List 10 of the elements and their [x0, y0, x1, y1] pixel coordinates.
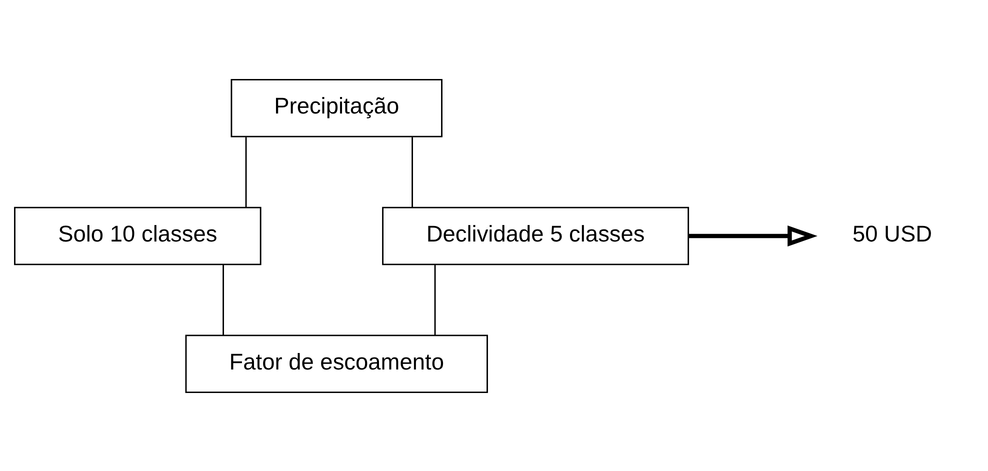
node-box: Declividade 5 classes	[382, 206, 690, 265]
node-text: 50 USD	[852, 220, 932, 246]
connector	[222, 264, 224, 335]
connector	[412, 136, 413, 208]
node-box: Precipitação	[230, 78, 442, 137]
connector	[434, 264, 436, 335]
connector	[245, 136, 247, 208]
node-box: Fator de escoamento	[185, 334, 488, 393]
arrow	[688, 225, 818, 246]
node-box: Solo 10 classes	[14, 206, 262, 265]
